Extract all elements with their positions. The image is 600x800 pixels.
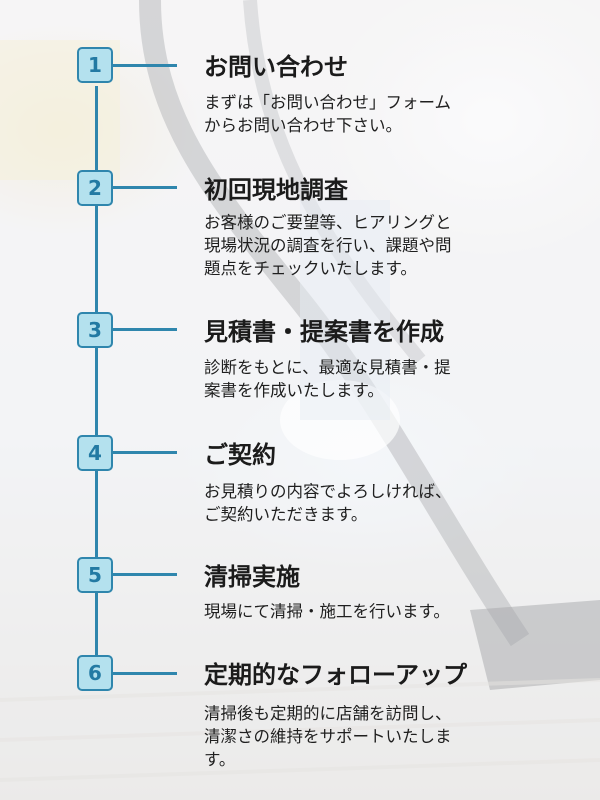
timeline-line [95,86,98,672]
step-title: 見積書・提案書を作成 [204,318,444,346]
step-description: 現場にて清掃・施工を行います。 [204,600,504,623]
step-description-line: まずは「お問い合わせ」フォーム [204,93,452,112]
step-number-badge: 2 [77,170,113,206]
connector-line [113,451,177,454]
connector-line [113,672,177,675]
step-description: お見積りの内容でよろしければ、 ご契約いただきます。 [204,480,504,526]
step-description-line: 清掃後も定期的に店舗を訪問し、 [204,704,452,723]
step-description: 清掃後も定期的に店舗を訪問し、 清潔さの維持をサポートいたしま す。 [204,702,504,771]
step-description-line: 案書を作成いたします。 [204,381,384,400]
step-title: 定期的なフォローアップ [204,661,468,689]
step-number-badge: 1 [77,47,113,83]
connector-line [113,573,177,576]
step-number-badge: 5 [77,557,113,593]
step-description: まずは「お問い合わせ」フォーム からお問い合わせ下さい。 [204,91,504,137]
step-description-line: 現場状況の調査を行い、課題や問 [204,236,452,255]
step-title: 清掃実施 [204,563,300,591]
step-description-line: からお問い合わせ下さい。 [204,116,402,135]
step-number-badge: 4 [77,435,113,471]
step-description-line: 清潔さの維持をサポートいたしま [204,727,452,746]
step-description-line: 題点をチェックいたします。 [204,259,417,278]
step-number-badge: 3 [77,312,113,348]
connector-line [113,186,177,189]
step-description-line: お見積りの内容でよろしければ、 [204,482,452,501]
connector-line [113,328,177,331]
step-description-line: お客様のご要望等、ヒアリングと [204,213,452,232]
connector-line [113,64,177,67]
step-description-line: 現場にて清掃・施工を行います。 [204,602,450,621]
step-number-badge: 6 [77,655,113,691]
step-title: 初回現地調査 [204,176,348,204]
step-description-line: 診断をもとに、最適な見積書・提 [204,358,451,377]
step-description-line: す。 [204,750,236,769]
step-description-line: ご契約いただきます。 [204,505,368,524]
step-title: お問い合わせ [204,53,348,81]
step-description: お客様のご要望等、ヒアリングと 現場状況の調査を行い、課題や問 題点をチェックい… [204,211,504,280]
step-title: ご契約 [204,441,276,469]
step-description: 診断をもとに、最適な見積書・提 案書を作成いたします。 [204,356,504,402]
